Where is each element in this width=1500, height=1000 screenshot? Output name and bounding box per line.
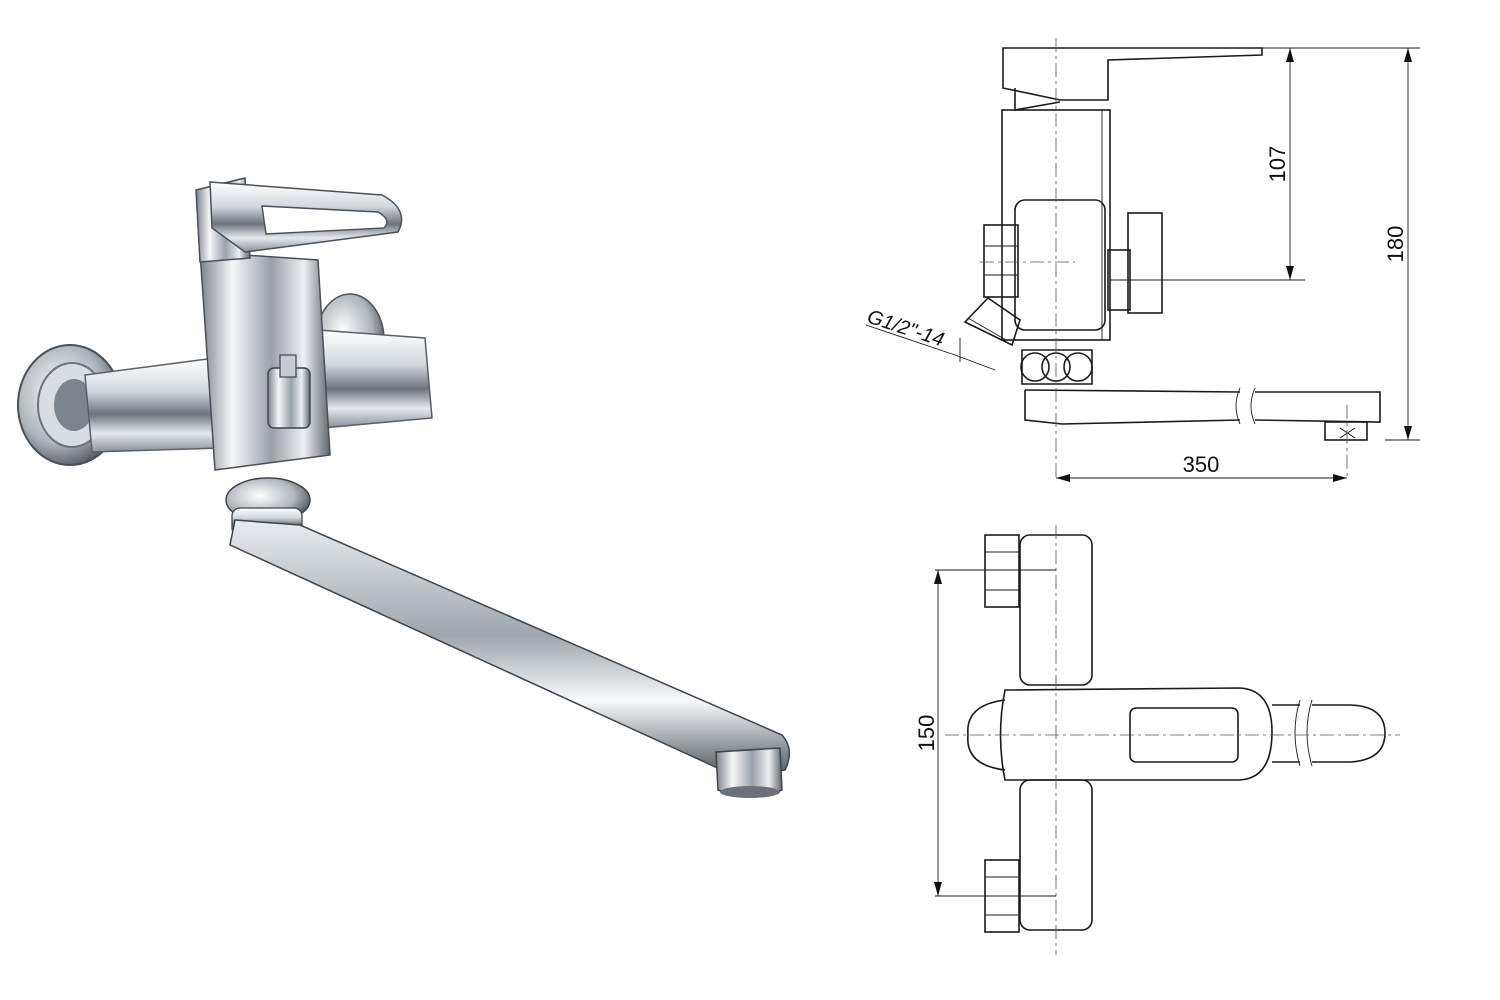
dim-lever-height-label: 107 — [1265, 146, 1290, 183]
spout — [229, 519, 791, 779]
dim-inlet-spacing: 150 — [914, 570, 942, 896]
spout-aerator — [715, 747, 783, 798]
dim-total-height: 180 — [1265, 47, 1420, 441]
top-view-drawing: 150 — [914, 525, 1400, 955]
faucet-photo — [17, 177, 791, 798]
dim-total-height-label: 180 — [1383, 226, 1408, 263]
dim-spout-reach-label: 350 — [1183, 452, 1220, 477]
thread-callout: G1/2"-14 — [864, 306, 996, 371]
lever-handle — [195, 177, 403, 263]
right-inlet-arm — [317, 329, 433, 429]
top-inlet-nut — [984, 534, 1020, 608]
mixer-body — [199, 251, 331, 471]
left-inlet-arm — [84, 357, 223, 453]
side-view-drawing: 107 180 350 G1/2"-14 — [864, 38, 1420, 482]
thread-label: G1/2"-14 — [864, 306, 946, 351]
dim-spout-reach: 350 — [1056, 452, 1347, 482]
dim-inlet-spacing-label: 150 — [914, 715, 939, 752]
diverter-knob — [267, 354, 311, 429]
dim-lever-height: 107 — [1110, 47, 1305, 281]
